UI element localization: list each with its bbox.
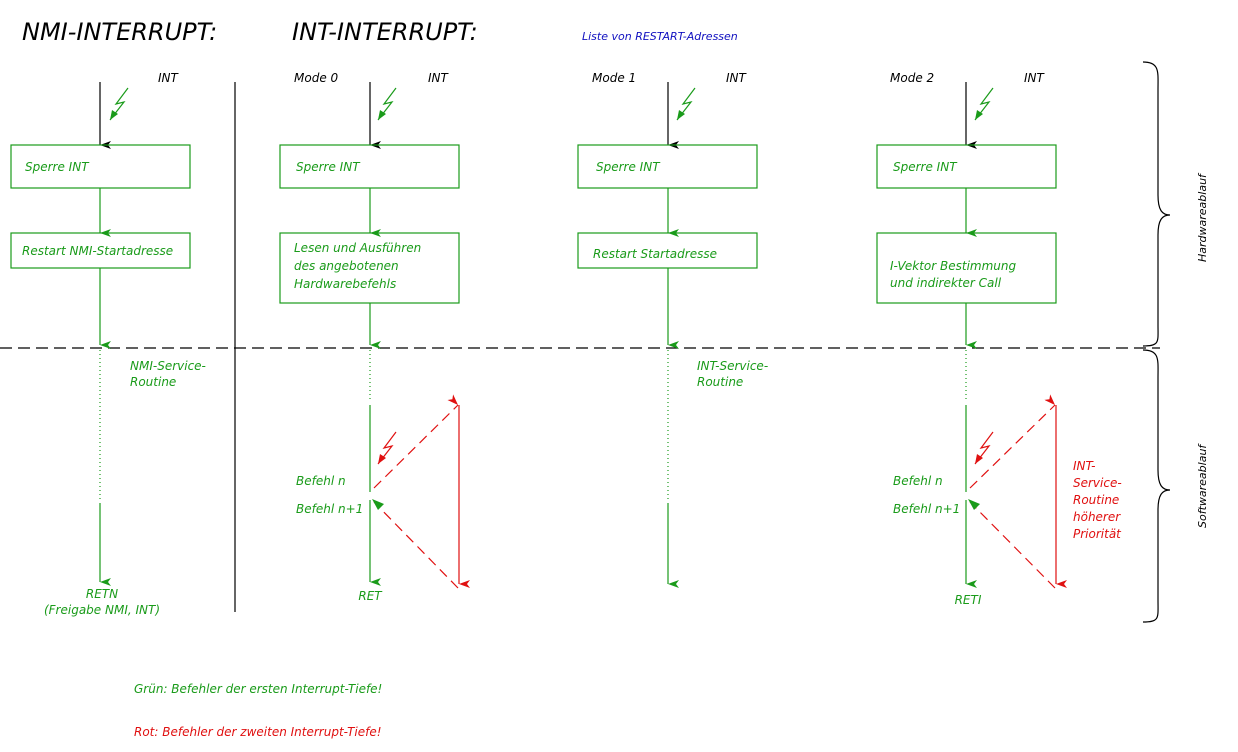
heading-int: INT-INTERRUPT: xyxy=(292,18,478,46)
mode1-service-line2: Routine xyxy=(697,375,743,389)
nmi-service-line2: Routine xyxy=(130,375,176,389)
mode2-int-label: INT xyxy=(1024,71,1046,85)
mode2-end-reti: RETI xyxy=(955,593,982,607)
software-brace xyxy=(1142,349,1171,623)
mode1-service-line1: INT-Service- xyxy=(697,359,768,373)
mode0-column: Mode 0 INT Sperre INT Lesen und Ausführe… xyxy=(279,71,470,603)
mode0-befehl-n1: Befehl n+1 xyxy=(296,502,363,516)
mode2-box-line2: und indirekter Call xyxy=(890,276,1002,290)
nmi-box-sperre-int-label: Sperre INT xyxy=(25,160,90,174)
mode0-red-lightning-icon xyxy=(377,431,397,465)
nmi-box-restart-label: Restart NMI-Startadresse xyxy=(22,244,173,258)
nmi-lightning-icon xyxy=(109,87,129,121)
mode1-box-restart-label: Restart Startadresse xyxy=(593,247,717,261)
mode2-return-arrowhead xyxy=(968,499,980,510)
software-label: Softwareablauf xyxy=(1196,443,1209,528)
mode2-column: Mode 2 INT Sperre INT I-Vektor Bestimmun… xyxy=(876,71,1122,607)
nmi-int-label: INT xyxy=(158,71,180,85)
nmi-end-freigabe: (Freigabe NMI, INT) xyxy=(44,603,160,617)
mode1-int-label: INT xyxy=(726,71,748,85)
legend-red: Rot: Befehler der zweiten Interrupt-Tief… xyxy=(134,725,382,739)
mode2-hp-line5: Priorität xyxy=(1073,527,1122,541)
restart-list-link[interactable]: Liste von RESTART-Adressen xyxy=(582,30,738,43)
mode2-hp-line2: Service- xyxy=(1073,476,1122,490)
hardware-label: Hardwareablauf xyxy=(1196,172,1209,262)
nmi-end-retn: RETN xyxy=(86,587,118,601)
mode0-end-ret: RET xyxy=(358,589,383,603)
mode0-label: Mode 0 xyxy=(294,71,339,85)
mode0-box-sperre-int-label: Sperre INT xyxy=(296,160,361,174)
mode0-red-dash-up xyxy=(373,394,459,489)
mode2-label: Mode 2 xyxy=(890,71,934,85)
hardware-brace xyxy=(1142,61,1171,347)
mode2-red-dash-back xyxy=(969,501,1056,589)
mode2-hp-line3: Routine xyxy=(1073,493,1119,507)
mode2-red-dash-up xyxy=(969,394,1056,489)
heading-nmi: NMI-INTERRUPT: xyxy=(22,18,217,46)
mode0-box-line1: Lesen und Ausführen xyxy=(294,241,421,255)
mode2-red-lightning-icon xyxy=(974,431,994,465)
mode0-red-dash-back xyxy=(373,501,459,589)
mode0-int-label: INT xyxy=(428,71,450,85)
mode1-label: Mode 1 xyxy=(592,71,636,85)
mode2-box-sperre-int-label: Sperre INT xyxy=(893,160,958,174)
mode2-hp-line1: INT- xyxy=(1073,459,1095,473)
mode0-box-line3: Hardwarebefehls xyxy=(294,277,396,291)
mode2-box-line1: I-Vektor Bestimmung xyxy=(890,259,1017,273)
legend-green: Grün: Befehler der ersten Interrupt-Tief… xyxy=(134,682,382,696)
mode2-lightning-icon xyxy=(974,87,994,121)
nmi-column: INT Sperre INT Restart NMI-Startadresse … xyxy=(10,71,206,617)
mode0-befehl-n: Befehl n xyxy=(296,474,346,488)
nmi-service-line1: NMI-Service- xyxy=(130,359,206,373)
mode0-lightning-icon xyxy=(377,87,397,121)
mode2-befehl-n: Befehl n xyxy=(893,474,943,488)
mode0-box-line2: des angebotenen xyxy=(294,259,399,273)
mode0-return-arrowhead xyxy=(372,499,384,510)
mode2-hp-line4: höherer xyxy=(1073,510,1121,524)
mode2-befehl-n1: Befehl n+1 xyxy=(893,502,960,516)
mode1-box-sperre-int-label: Sperre INT xyxy=(596,160,661,174)
mode1-column: Mode 1 INT Sperre INT Restart Startadres… xyxy=(577,71,768,588)
mode1-lightning-icon xyxy=(676,87,696,121)
